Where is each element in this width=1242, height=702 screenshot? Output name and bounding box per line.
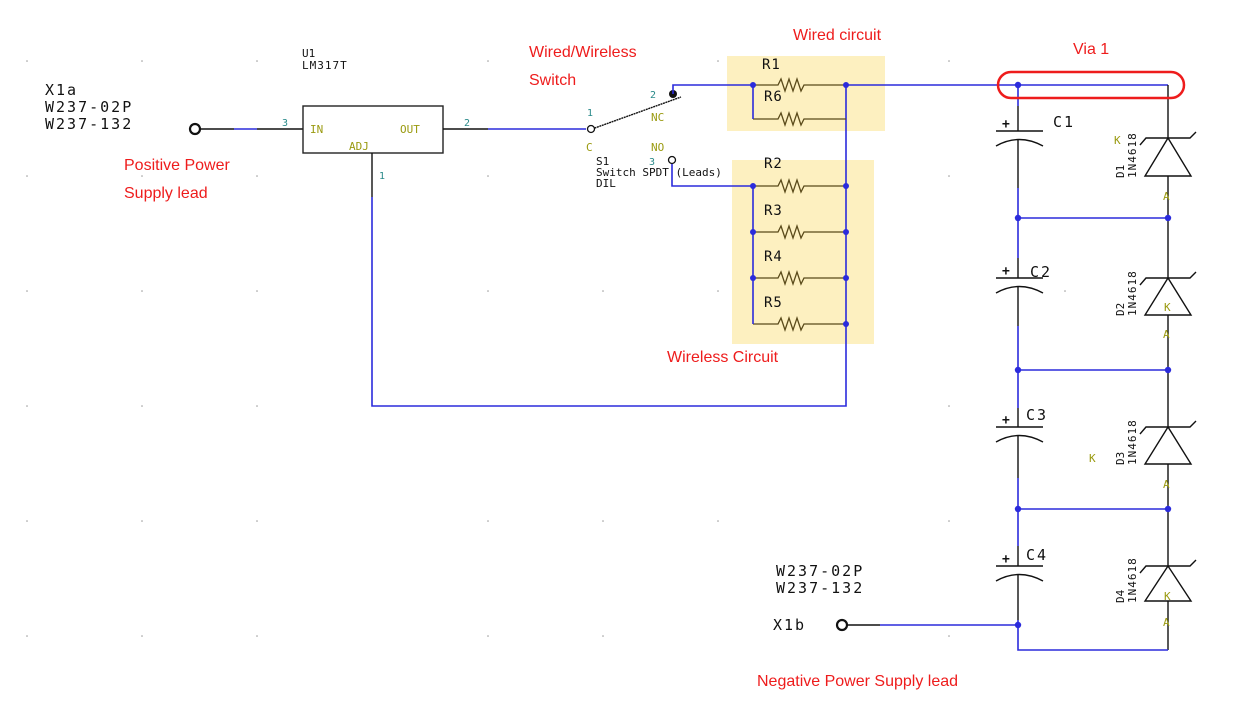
diode-ref: D3 [1114, 452, 1127, 465]
polarity-plus-icon: + [1002, 413, 1010, 428]
capacitor-c3[interactable]: + C3 [995, 406, 1048, 443]
zener-diode-icon [1143, 564, 1193, 602]
annotation-switch: Wired/Wireless [529, 44, 637, 61]
regulator-body [302, 105, 444, 154]
wireless-circuit-highlight [732, 160, 874, 344]
diode-part: 1N4618 [1126, 270, 1139, 316]
pin-label-in: IN [310, 123, 323, 136]
pin-number: 1 [587, 108, 593, 119]
annotation-switch: Switch [529, 72, 576, 89]
diode-part: 1N4618 [1126, 419, 1139, 465]
diode-d3[interactable]: D3 1N4618 K A [1089, 419, 1197, 491]
capacitor-ref: C3 [1026, 406, 1048, 424]
connector-x1a[interactable]: X1a W237-02P W237-132 [45, 81, 202, 136]
resistor-r5[interactable]: R5 [753, 295, 846, 333]
wired-circuit-highlight [727, 56, 885, 131]
switch-common-terminal-icon [586, 124, 596, 134]
connector-ref: X1a [45, 81, 78, 99]
resistor-ref: R4 [764, 249, 783, 265]
annotation-wired-circuit: Wired circuit [793, 27, 882, 44]
junctions [750, 82, 849, 327]
annotation-positive-lead: Positive Power [124, 157, 230, 174]
pin-label-adj: ADJ [349, 140, 369, 153]
regulator-ref: U1 [302, 47, 315, 60]
annotation-via-1: Via 1 [1073, 41, 1109, 58]
pin-label-a: A [1163, 328, 1170, 341]
pin-label-out: OUT [400, 123, 420, 136]
switch-ref: S1 [596, 155, 609, 168]
pin-label-k: K [1089, 452, 1096, 465]
polarity-plus-icon: + [1002, 552, 1010, 567]
capacitor-c4[interactable]: + C4 [995, 546, 1048, 582]
diode-ref: D4 [1114, 589, 1127, 603]
pin-number: 2 [464, 118, 470, 129]
diode-d2[interactable]: D2 1N4618 K A [1114, 270, 1197, 341]
terminal-icon [835, 618, 849, 632]
annotation-negative-lead: Negative Power Supply lead [757, 673, 958, 690]
resistor-r1[interactable]: R1 [753, 57, 846, 94]
pin-number: 3 [282, 118, 288, 129]
pin-label-no: NO [651, 141, 664, 154]
capacitor-ref: C1 [1053, 113, 1075, 131]
pin-number: 1 [379, 171, 385, 182]
polarity-plus-icon: + [1002, 264, 1010, 279]
terminal-icon [188, 122, 202, 136]
diode-d4[interactable]: D4 1N4618 K A [1114, 557, 1197, 629]
grid [26, 60, 1066, 637]
pin-label-a: A [1163, 190, 1170, 203]
connector-x1b[interactable]: W237-02P W237-132 X1b [773, 562, 864, 634]
connector-part: W237-132 [776, 579, 864, 597]
resistor-ref: R2 [764, 156, 783, 172]
zener-diode-icon [1143, 425, 1193, 465]
resistor-r2[interactable]: R2 [753, 156, 846, 195]
pin-label-nc: NC [651, 111, 664, 124]
via-1-highlight [996, 70, 1186, 100]
zener-diode-icon [1143, 276, 1193, 316]
annotation-positive-lead: Supply lead [124, 185, 208, 202]
switch-no-terminal-icon [667, 155, 677, 165]
resistor-r6[interactable]: R6 [753, 89, 846, 128]
pin-label-c: C [586, 141, 593, 154]
pin-label-a: A [1163, 478, 1170, 491]
pin-label-a: A [1163, 616, 1170, 629]
polarity-plus-icon: + [1002, 117, 1010, 132]
resistor-r3[interactable]: R3 [753, 203, 846, 241]
capacitor-c2[interactable]: + C2 [995, 263, 1052, 294]
connector-ref: X1b [773, 616, 806, 634]
junctions-right [1014, 81, 1172, 629]
diode-d1[interactable]: D1 1N4618 K A [1114, 131, 1197, 203]
diode-ref: D2 [1114, 303, 1127, 316]
resistor-ref: R1 [762, 57, 781, 73]
resistor-r4[interactable]: R4 [753, 249, 846, 287]
pin-label-k: K [1114, 134, 1121, 147]
diode-part: 1N4618 [1126, 132, 1139, 178]
connector-part: W237-02P [45, 98, 133, 116]
regulator-part: LM317T [302, 59, 348, 72]
connector-part: W237-02P [776, 562, 864, 580]
switch-s1[interactable]: 1 C 2 NC NO 3 S1 Switch SPDT (Leads) DIL [586, 90, 722, 190]
capacitor-ref: C2 [1030, 263, 1052, 281]
switch-name: Switch SPDT (Leads) [596, 166, 722, 179]
resistor-ref: R3 [764, 203, 783, 219]
annotation-wireless-circuit: Wireless Circuit [667, 349, 779, 366]
connector-part: W237-132 [45, 115, 133, 133]
regulator-u1[interactable]: U1 LM317T IN OUT ADJ [302, 47, 444, 154]
pin-number: 2 [650, 90, 656, 101]
zener-diode-icon [1143, 136, 1193, 177]
capacitor-ref: C4 [1026, 546, 1048, 564]
pin-label-k: K [1164, 301, 1171, 314]
diode-part: 1N4618 [1126, 557, 1139, 603]
pin-label-k: K [1164, 590, 1171, 603]
pin-number: 3 [649, 157, 655, 168]
resistor-ref: R6 [764, 89, 783, 105]
resistor-ref: R5 [764, 295, 783, 311]
capacitor-c1[interactable]: + C1 [995, 113, 1075, 147]
switch-package: DIL [596, 177, 616, 190]
diode-ref: D1 [1114, 165, 1127, 178]
